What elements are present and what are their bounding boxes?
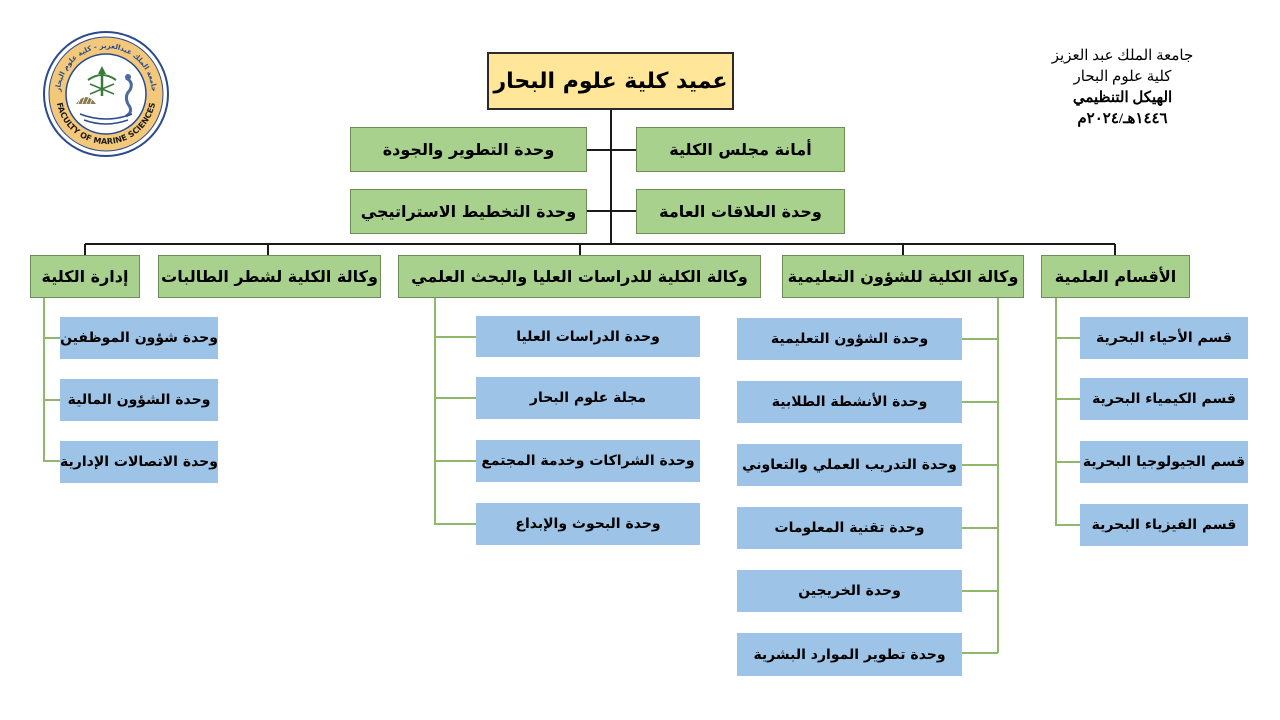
unit-hr-development: وحدة تطوير الموارد البشرية [737,633,962,676]
emblem-icon [76,66,133,125]
university-name: جامعة الملك عبد العزيز [1051,48,1194,64]
dept-marine-physics: قسم الفيزياء البحرية [1080,504,1248,546]
unit-student-activities: وحدة الأنشطة الطلابية [737,381,962,423]
unit-information-technology: وحدة تقنية المعلومات [737,507,962,549]
unit-research-innovation: وحدة البحوث والإبداع [476,503,700,545]
vice-dean-female-section-box: وكالة الكلية لشطر الطالبات [158,255,381,298]
unit-personnel-affairs: وحدة شؤون الموظفين [60,317,218,359]
unit-alumni: وحدة الخريجين [737,570,962,612]
unit-financial-affairs: وحدة الشؤون المالية [60,379,218,421]
unit-administrative-communications: وحدة الاتصالات الإدارية [60,441,218,483]
header-block: جامعة الملك عبد العزيز كلية علوم البحار … [1030,46,1215,130]
vice-dean-graduate-studies-box: وكالة الكلية للدراسات العليا والبحث العل… [398,255,761,298]
unit-partnerships-community: وحدة الشراكات وخدمة المجتمع [476,440,700,482]
council-secretariat-box: أمانة مجلس الكلية [636,127,845,172]
dept-marine-chemistry: قسم الكيمياء البحرية [1080,378,1248,420]
academic-departments-box: الأقسام العلمية [1041,255,1190,298]
faculty-logo: جامعة الملك عبدالعزيز - كلية علوم البحار… [43,31,169,157]
chart-title: الهيكل التنظيمي [1072,90,1173,106]
strategic-planning-box: وحدة التخطيط الاستراتيجي [350,189,587,234]
public-relations-box: وحدة العلاقات العامة [636,189,845,234]
college-administration-box: إدارة الكلية [30,255,140,298]
dept-marine-biology: قسم الأحياء البحرية [1080,317,1248,359]
quality-development-box: وحدة التطوير والجودة [350,127,587,172]
chart-date: ١٤٤٦هـ/٢٠٢٤م [1077,111,1168,127]
unit-educational-affairs: وحدة الشؤون التعليمية [737,318,962,360]
unit-graduate-studies: وحدة الدراسات العليا [476,316,700,357]
dept-marine-geology: قسم الجيولوجيا البحرية [1080,441,1248,483]
faculty-name: كلية علوم البحار [1073,69,1172,85]
unit-marine-sciences-journal: مجلة علوم البحار [476,377,700,419]
vice-dean-education-box: وكالة الكلية للشؤون التعليمية [782,255,1024,298]
unit-practical-training: وحدة التدريب العملي والتعاوني [737,444,962,486]
dean-box: عميد كلية علوم البحار [487,52,734,110]
